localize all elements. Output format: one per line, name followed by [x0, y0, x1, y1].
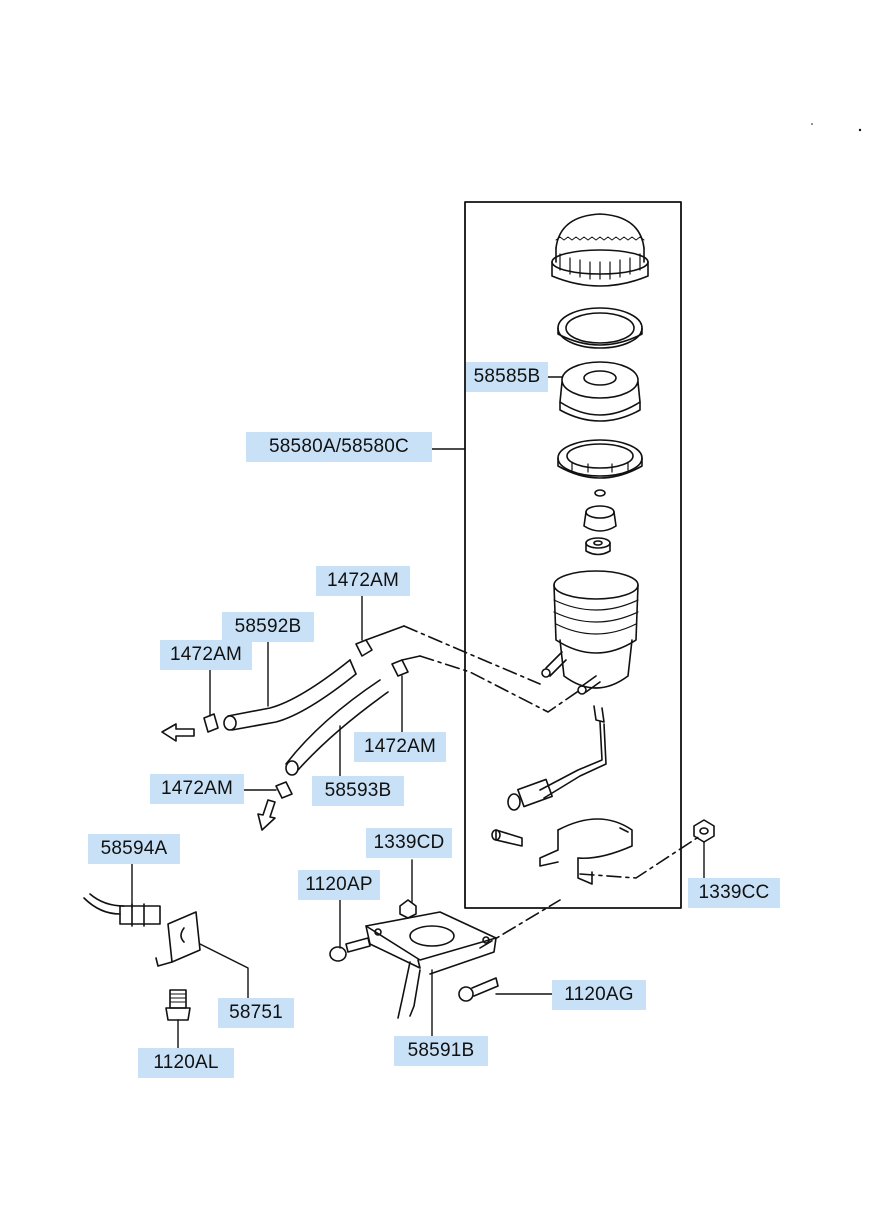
leader-lines [131, 376, 705, 1049]
bolt-1120ap [329, 937, 371, 962]
float-parts [583, 489, 617, 556]
part-label-1120ag[interactable]: 1120AG [552, 980, 646, 1010]
part-label-58591b[interactable]: 58591B [394, 1036, 488, 1066]
part-label-58585b[interactable]: 58585B [466, 362, 548, 392]
hose-clip-mid [391, 655, 421, 677]
center-lines [403, 625, 701, 949]
part-label-1472am-bottom[interactable]: 1472AM [150, 774, 244, 804]
bolt-1120al [165, 989, 191, 1021]
hose-clip-left [203, 713, 219, 733]
part-label-1472am-mid[interactable]: 1472AM [354, 732, 446, 762]
level-sensor [507, 705, 607, 811]
nut-1339cc [693, 819, 715, 843]
hose-clip-top [355, 625, 405, 657]
clamp-band [491, 818, 633, 885]
left-arrow-icon [161, 723, 195, 742]
part-label-1472am-top[interactable]: 1472AM [316, 566, 410, 596]
pressure-switch [83, 893, 161, 927]
reservoir-cap [551, 213, 649, 287]
part-label-1472am-left[interactable]: 1472AM [160, 640, 252, 670]
stray-dot [858, 128, 862, 132]
bolt-1120ag [458, 977, 499, 1002]
stray-dot [811, 123, 813, 125]
packing-ring [557, 307, 643, 349]
mounting-bracket [365, 911, 497, 1019]
part-label-58580a-58580c[interactable]: 58580A/58580C [246, 432, 432, 462]
part-label-58594a[interactable]: 58594A [88, 834, 180, 864]
part-label-1120al[interactable]: 1120AL [138, 1048, 234, 1078]
part-label-58751[interactable]: 58751 [218, 998, 294, 1028]
part-label-1339cd[interactable]: 1339CD [366, 828, 452, 858]
part-label-1120ap[interactable]: 1120AP [298, 870, 380, 900]
hose-58592b [223, 659, 357, 731]
reservoir-body [541, 570, 639, 695]
assembly-frame [464, 201, 682, 909]
down-arrow-icon [257, 799, 276, 831]
part-label-1339cc[interactable]: 1339CC [688, 878, 780, 908]
part-label-58593b[interactable]: 58593B [312, 776, 404, 806]
strainer [559, 361, 641, 422]
bracket-58751 [155, 911, 201, 967]
hose-58593b [285, 679, 389, 776]
nut-1339cd [399, 899, 417, 919]
retainer-ring [557, 439, 643, 479]
part-label-58592b[interactable]: 58592B [222, 612, 314, 642]
hose-clip-bottom [275, 781, 293, 799]
